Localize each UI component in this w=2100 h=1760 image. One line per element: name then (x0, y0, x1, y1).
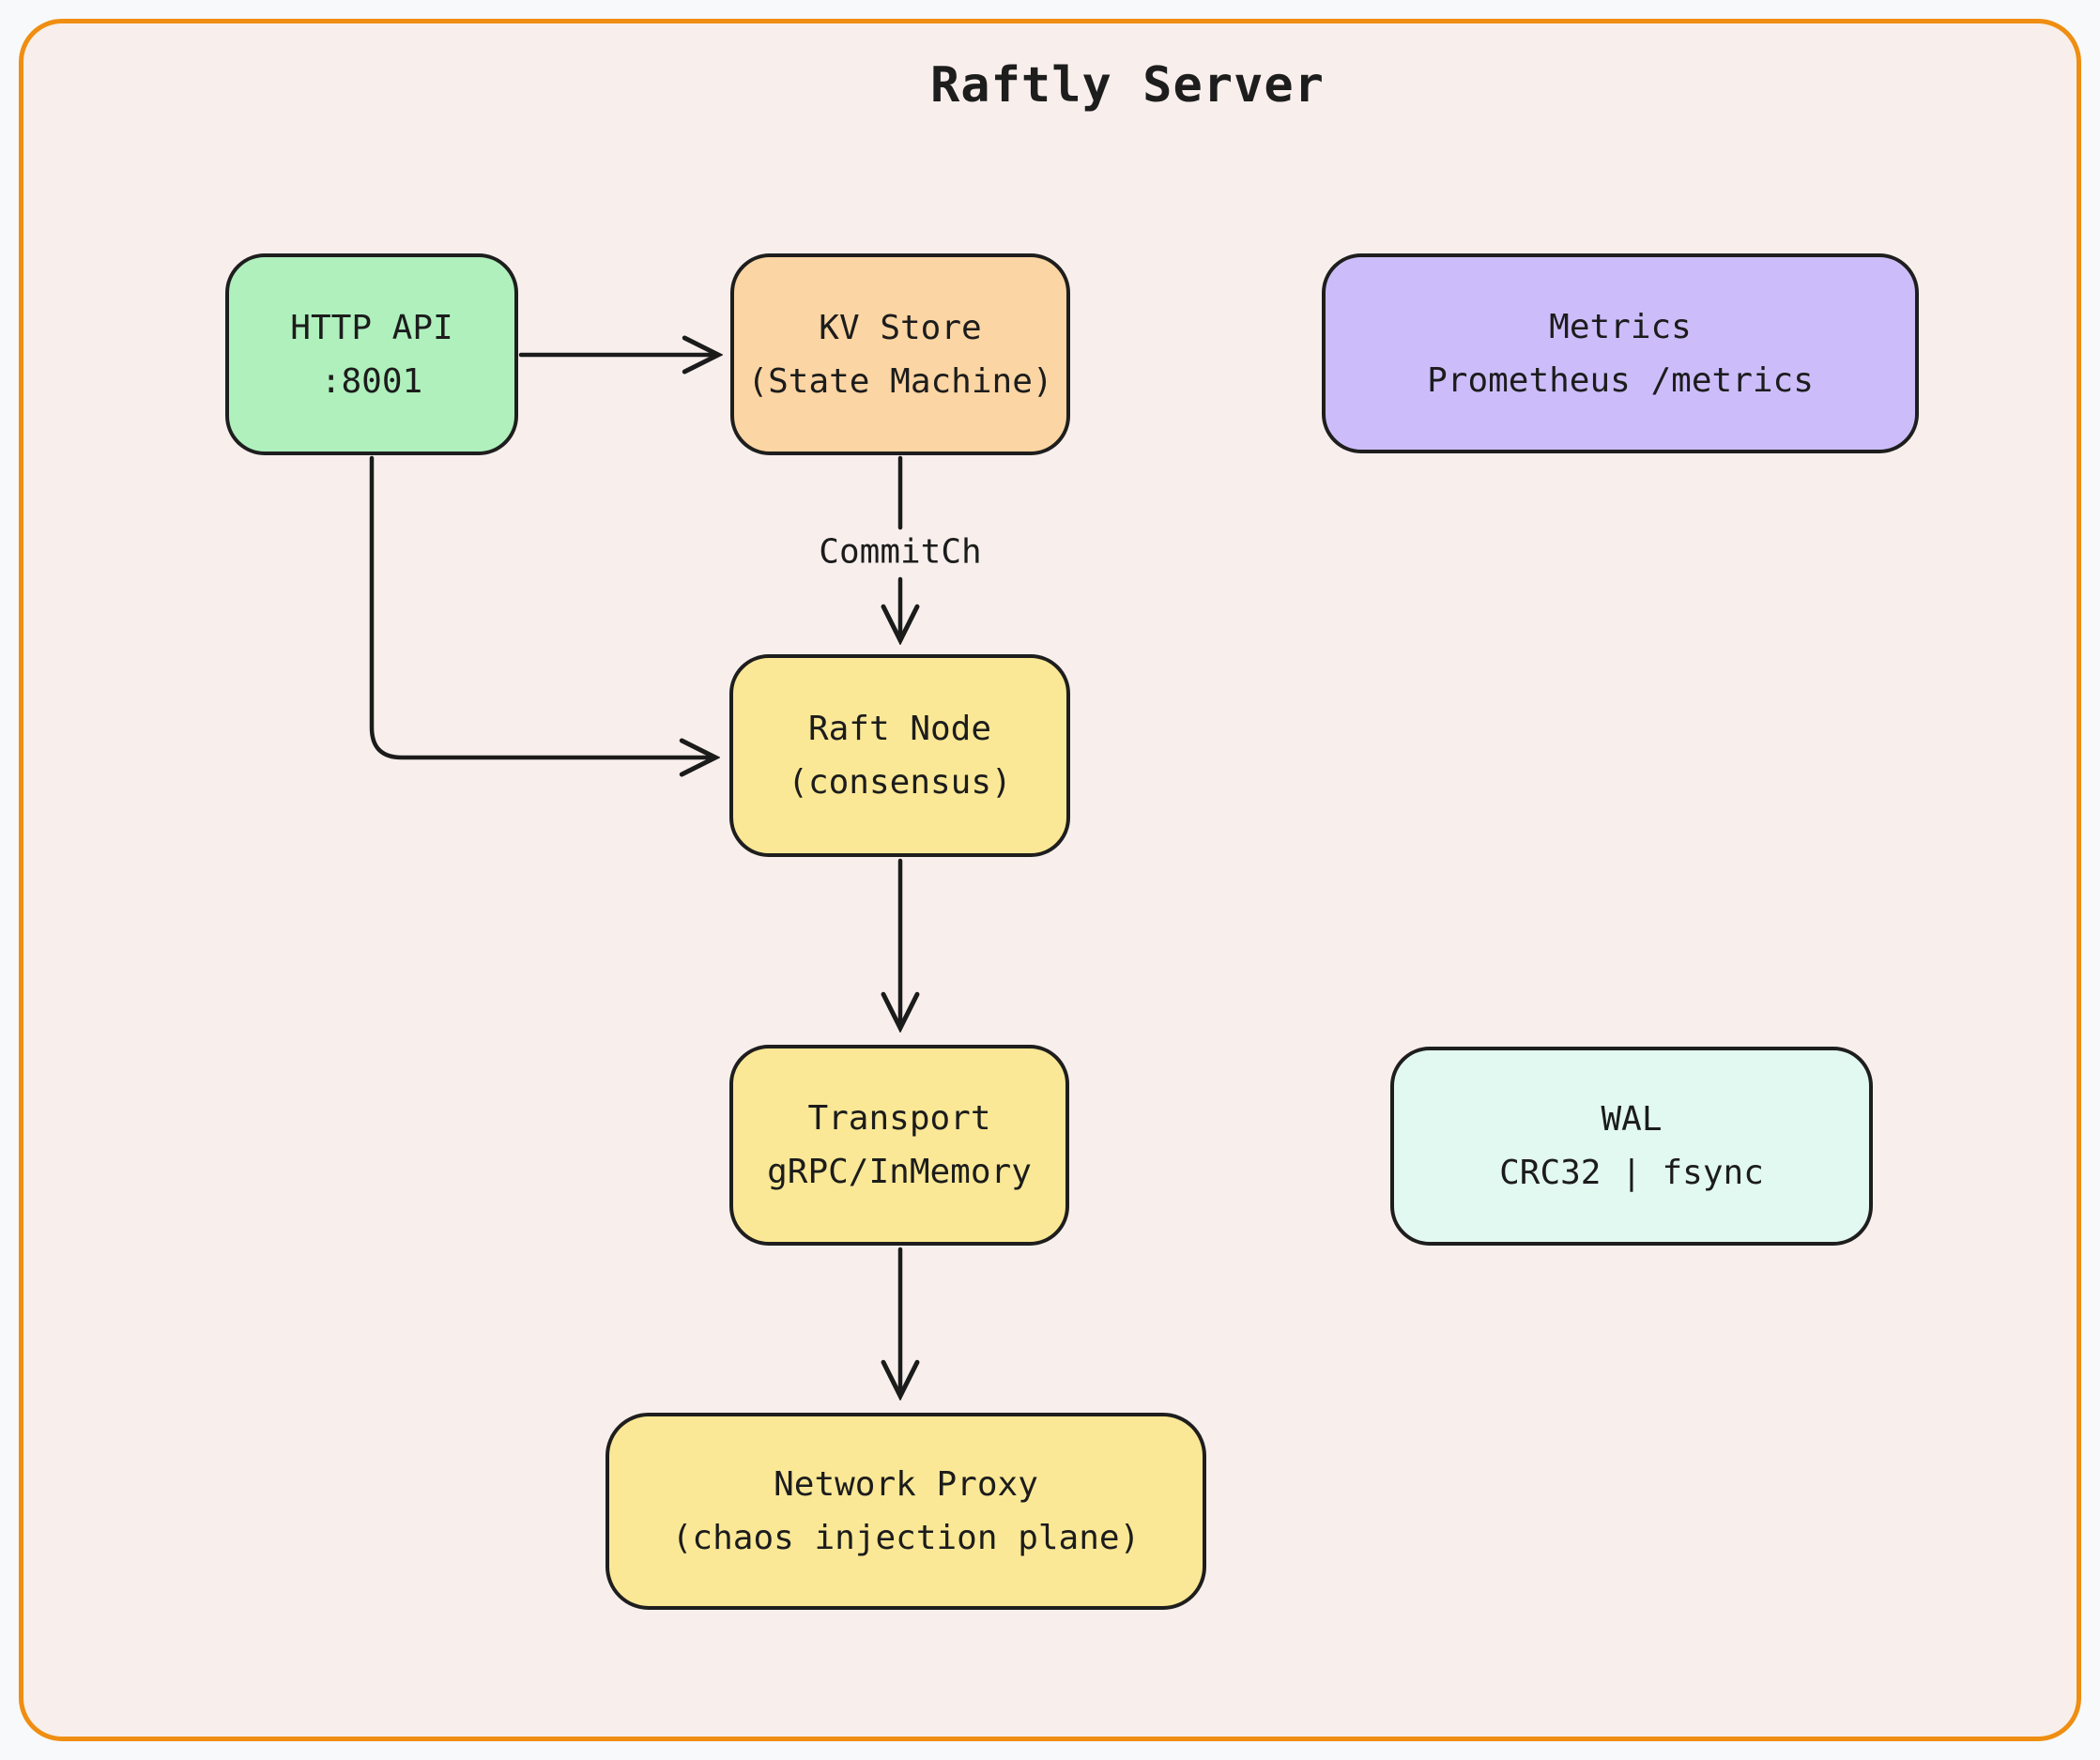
node-http-api: HTTP API :8001 (225, 253, 518, 455)
edge-label-commitch: CommitCh (819, 532, 982, 572)
node-label-line: WAL (1601, 1100, 1663, 1139)
node-transport: Transport gRPC/InMemory (729, 1045, 1069, 1246)
node-label-line: (consensus) (788, 763, 1012, 802)
edge-httpapi-to-raftnode (369, 455, 713, 758)
node-label-line: gRPC/InMemory (767, 1153, 1032, 1191)
node-label-line: HTTP API (290, 308, 453, 347)
node-wal: WAL CRC32 | fsync (1390, 1047, 1873, 1246)
node-label-line: Network Proxy (774, 1465, 1038, 1504)
node-label-line: Transport (807, 1099, 991, 1138)
node-label-line: (chaos injection plane) (671, 1519, 1141, 1557)
node-kv-store: KV Store (State Machine) (730, 253, 1070, 455)
node-network-proxy: Network Proxy (chaos injection plane) (605, 1413, 1206, 1610)
node-metrics: Metrics Prometheus /metrics (1322, 253, 1919, 453)
diagram-title: Raftly Server (930, 57, 1325, 114)
node-label-line: Prometheus /metrics (1427, 360, 1814, 400)
node-label-line: (State Machine) (747, 361, 1053, 401)
node-label-line: KV Store (819, 308, 982, 347)
node-label-line: Metrics (1549, 307, 1692, 346)
node-raft-node: Raft Node (consensus) (729, 654, 1070, 857)
node-label-line: :8001 (320, 361, 423, 401)
node-label-line: CRC32 | fsync (1499, 1154, 1764, 1192)
node-label-line: Raft Node (807, 710, 992, 748)
server-frame: Raftly Server CommitCh HTTP API :8001 KV… (19, 19, 2081, 1741)
